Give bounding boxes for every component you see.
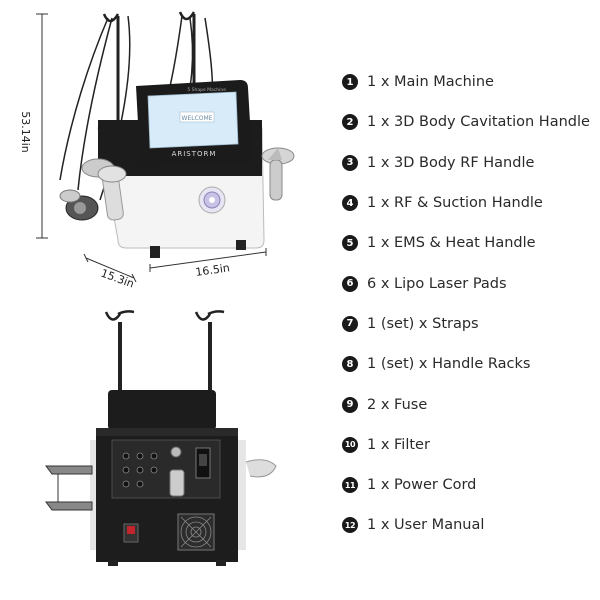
list-item: 5 1 x EMS & Heat Handle: [342, 223, 598, 263]
list-item: 10 1 x Filter: [342, 425, 598, 465]
ems-handle: [261, 147, 295, 201]
item-number-badge: 3: [342, 154, 358, 171]
item-label: 1 x 3D Body Cavitation Handle: [367, 114, 590, 131]
list-item: 4 1 x RF & Suction Handle: [342, 183, 598, 223]
item-number-badge: 10: [342, 436, 358, 453]
touch-screen[interactable]: WELCOME 5 Shape Machine ARISTORM: [136, 80, 252, 166]
list-item: 12 1 x User Manual: [342, 505, 598, 545]
package-contents-list: 1 1 x Main Machine 2 1 x 3D Body Cavitatio…: [342, 62, 598, 546]
list-item: 9 2 x Fuse: [342, 384, 598, 424]
item-label: 1 (set) x Handle Racks: [367, 356, 531, 373]
list-item: 6 6 x Lipo Laser Pads: [342, 263, 598, 303]
screen-subtitle: 5 Shape Machine: [187, 87, 226, 93]
fan-grille-icon: [177, 513, 215, 551]
list-item: 7 1 (set) x Straps: [342, 304, 598, 344]
depth-dimension: 15.3in: [99, 267, 136, 291]
item-number-badge: 8: [342, 356, 358, 373]
brand-logo: ARISTORM: [172, 150, 217, 158]
list-item: 3 1 x 3D Body RF Handle: [342, 143, 598, 183]
power-switch-icon[interactable]: [123, 523, 139, 543]
item-label: 1 x RF & Suction Handle: [367, 195, 543, 212]
item-label: 1 x Filter: [367, 436, 430, 453]
item-number-badge: 9: [342, 396, 358, 413]
item-number-badge: 5: [342, 235, 358, 252]
item-label: 1 x User Manual: [367, 517, 485, 534]
rf-handle: [59, 189, 99, 221]
item-number-badge: 12: [342, 517, 358, 534]
list-item: 1 1 x Main Machine: [342, 62, 598, 102]
product-figure: 53.14in WELCOME 5 Shape Machine: [19, 11, 295, 566]
item-number-badge: 2: [342, 114, 358, 131]
item-number-badge: 11: [342, 477, 358, 494]
machine-front-view: 53.14in WELCOME 5 Shape Machine: [19, 11, 295, 291]
knob-icon[interactable]: [198, 186, 226, 214]
list-item: 8 1 (set) x Handle Racks: [342, 344, 598, 384]
item-number-badge: 6: [342, 275, 358, 292]
height-dimension: 53.14in: [19, 111, 32, 153]
item-label: 6 x Lipo Laser Pads: [367, 275, 507, 292]
screen-welcome-text: WELCOME: [182, 115, 213, 122]
list-item: 2 1 x 3D Body Cavitation Handle: [342, 102, 598, 142]
cavitation-handle: [81, 158, 127, 221]
item-number-badge: 4: [342, 195, 358, 212]
list-item: 11 1 x Power Cord: [342, 465, 598, 505]
width-dimension: 16.5in: [195, 261, 231, 279]
item-label: 1 x Power Cord: [367, 477, 477, 494]
item-label: 1 x 3D Body RF Handle: [367, 154, 535, 171]
item-label: 1 (set) x Straps: [367, 315, 479, 332]
item-label: 1 x EMS & Heat Handle: [367, 235, 536, 252]
item-label: 1 x Main Machine: [367, 74, 494, 91]
item-label: 2 x Fuse: [367, 396, 428, 413]
item-number-badge: 1: [342, 74, 358, 91]
item-number-badge: 7: [342, 315, 358, 332]
machine-back-view: [45, 310, 277, 566]
